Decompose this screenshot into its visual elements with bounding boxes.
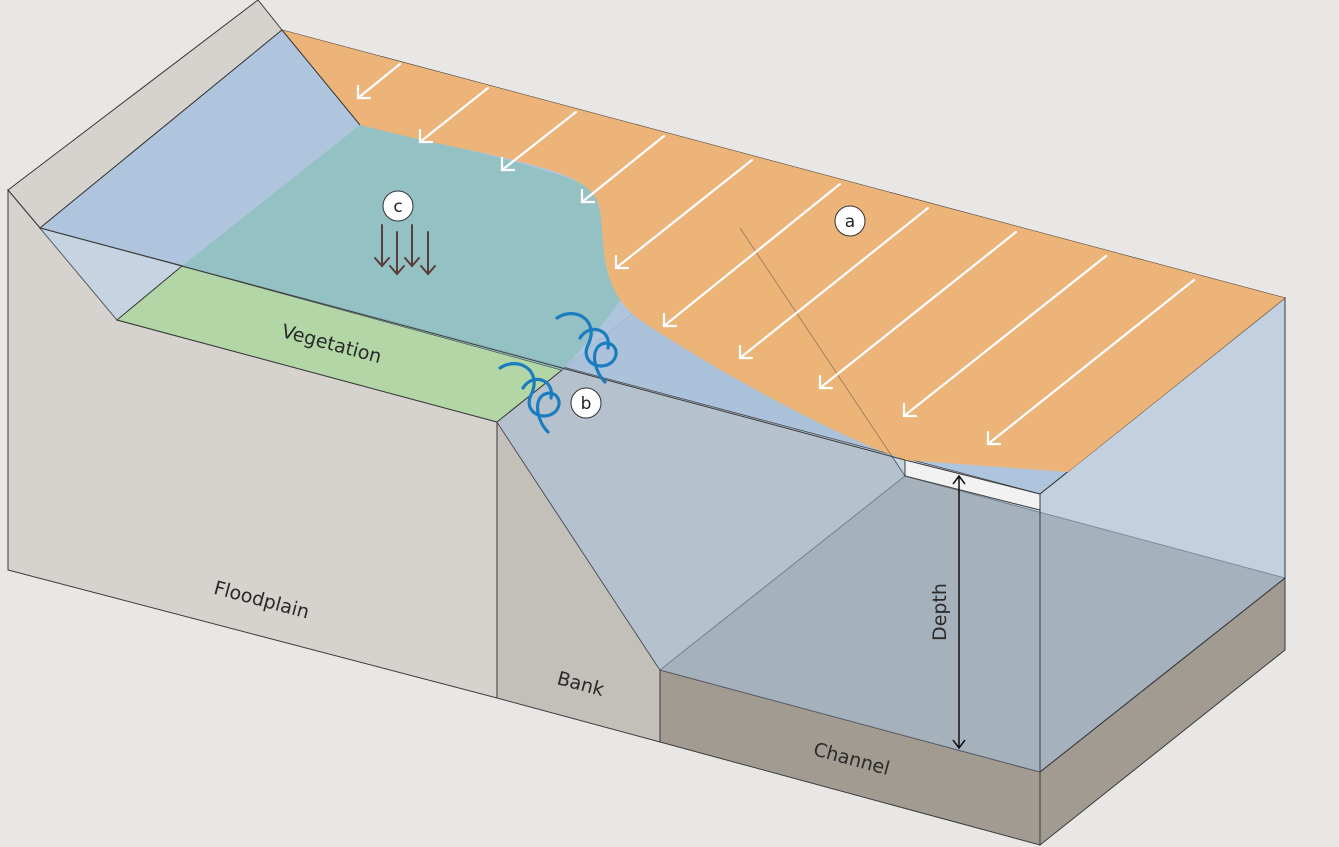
vegetation-strip xyxy=(115,265,564,423)
depth-label: Depth xyxy=(929,583,951,641)
marker-a-circle xyxy=(834,205,866,237)
marker-b-circle xyxy=(570,387,602,419)
fast-flow-zone xyxy=(282,30,1285,472)
marker-a-label: a xyxy=(845,212,855,232)
fast-flow-arrows xyxy=(356,62,1196,446)
depth-arrow xyxy=(952,474,966,750)
marker-c-label: c xyxy=(393,197,402,217)
settling-down-arrows xyxy=(374,224,436,276)
marker-b-label: b xyxy=(581,394,592,414)
marker-c-circle xyxy=(382,190,414,222)
water-surface-edge xyxy=(904,459,1041,511)
turbulent-vortex-icon xyxy=(498,312,618,434)
